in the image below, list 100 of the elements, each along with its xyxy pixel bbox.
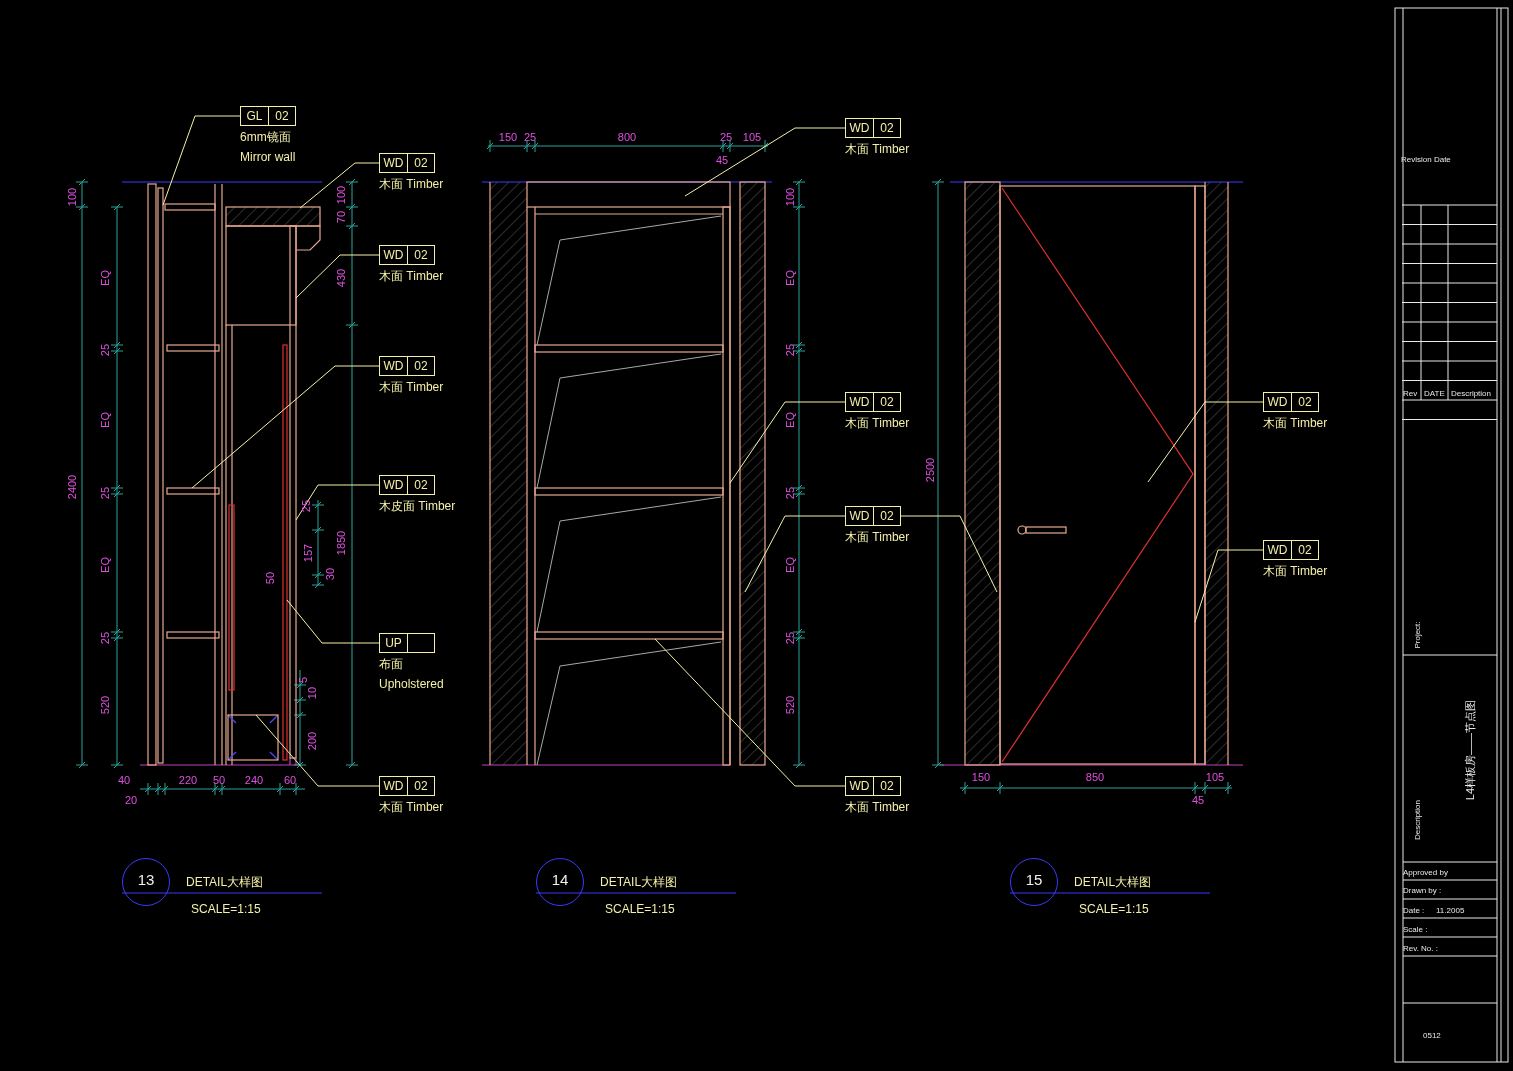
leader-line xyxy=(286,599,380,644)
detail-title: DETAIL大样图 xyxy=(186,875,264,889)
dimension-label: 20 xyxy=(124,794,138,806)
dimension-label: 50 xyxy=(212,774,226,786)
tag-code: WD xyxy=(848,394,871,411)
dimension-label: 100 xyxy=(66,187,78,207)
tag-number: 02 xyxy=(275,109,289,123)
leader-line xyxy=(295,254,380,299)
leader-line xyxy=(162,115,241,206)
material-caption: 木皮面 Timber xyxy=(379,499,456,513)
dimension-label: 100 xyxy=(784,187,796,207)
material-caption: 木面 Timber xyxy=(1263,416,1328,430)
dimension-label: EQ xyxy=(99,557,111,573)
leader-line xyxy=(729,401,846,484)
hatched-wall xyxy=(739,181,766,766)
tag-number: 02 xyxy=(414,779,428,793)
detail-number: 13 xyxy=(137,871,155,889)
dimension-label: 40 xyxy=(117,774,131,786)
dimension-label: 1850 xyxy=(335,530,347,556)
tag-number: 02 xyxy=(880,121,894,135)
dimension-label: 520 xyxy=(99,695,111,715)
material-caption: 木面 Timber xyxy=(845,416,910,430)
tag-code: WD xyxy=(1266,394,1289,411)
material-tag xyxy=(379,475,435,495)
material-tag xyxy=(1263,392,1319,412)
material-caption: 木面 Timber xyxy=(379,380,444,394)
dimension-label: 240 xyxy=(244,774,264,786)
title-block-label: 0512 xyxy=(1423,1030,1441,1042)
cabinet-box xyxy=(225,225,297,326)
material-tag xyxy=(379,245,435,265)
material-tag xyxy=(1263,540,1319,560)
fascia-panel xyxy=(526,181,731,208)
dimension-label: 30 xyxy=(324,567,336,581)
dimension-label: 25 xyxy=(300,499,312,513)
dimension-label: 2400 xyxy=(66,474,78,500)
material-tag xyxy=(379,356,435,376)
dimension-label: 520 xyxy=(784,695,796,715)
tag-code: WD xyxy=(848,778,871,795)
dimension-label: 25 xyxy=(784,486,796,500)
dimension-label: 50 xyxy=(264,571,276,585)
shelf xyxy=(166,487,220,495)
door-post xyxy=(1194,185,1206,765)
tag-code: UP xyxy=(384,635,403,652)
material-caption: 木面 Timber xyxy=(1263,564,1328,578)
material-caption: 6mm镜面 xyxy=(240,130,292,144)
dimension-label: 70 xyxy=(335,210,347,224)
dimension-label: EQ xyxy=(784,412,796,428)
material-tag xyxy=(379,633,435,653)
tag-code: WD xyxy=(1266,542,1289,559)
scale-note: SCALE=1:15 xyxy=(605,902,675,916)
title-block-label: Rev xyxy=(1403,388,1418,400)
hatched-wall xyxy=(964,181,1001,766)
tag-code: WD xyxy=(848,508,871,525)
tag-number: 02 xyxy=(414,248,428,262)
door-panel xyxy=(282,344,288,761)
dimension-label: EQ xyxy=(99,412,111,428)
tag-code: WD xyxy=(382,358,405,375)
tag-number: 02 xyxy=(880,395,894,409)
tag-code: GL xyxy=(245,108,264,125)
title-block-label: Approved by xyxy=(1403,867,1448,879)
dimension-label: 45 xyxy=(1191,794,1205,806)
base-box xyxy=(227,714,279,761)
dimension-label: 150 xyxy=(971,771,991,783)
title-block-label: L4样板房——节点图 xyxy=(1464,699,1476,801)
dimension-label: EQ xyxy=(99,270,111,286)
dimension-label: 220 xyxy=(178,774,198,786)
title-block-label: Project: xyxy=(1412,621,1423,649)
material-tag xyxy=(240,106,296,126)
dimension-label: 200 xyxy=(306,731,318,751)
material-caption: 木面 Timber xyxy=(845,800,910,814)
material-caption: 木面 Timber xyxy=(379,800,444,814)
title-block-label: Description xyxy=(1412,800,1423,840)
dimension-label: 25 xyxy=(719,131,733,143)
leader-line xyxy=(654,638,846,787)
title-block-label: Revision Date xyxy=(1401,154,1451,166)
dimension-label: 105 xyxy=(742,131,762,143)
title-block-label: Description xyxy=(1451,388,1491,400)
detail-title: DETAIL大样图 xyxy=(1074,875,1152,889)
material-tag xyxy=(845,506,901,526)
title-block-label: Drawn by : xyxy=(1403,885,1442,897)
tag-code: WD xyxy=(848,120,871,137)
leader-line xyxy=(1147,401,1264,483)
title-block-label: Date : xyxy=(1403,905,1425,917)
shelf xyxy=(534,631,724,640)
dimension-label: 430 xyxy=(335,268,347,288)
title-block-label: 11.2005 xyxy=(1436,905,1465,917)
dimension-label: 105 xyxy=(1205,771,1225,783)
dimension-label: 25 xyxy=(784,343,796,357)
frame-post xyxy=(722,206,731,766)
door-panel xyxy=(999,185,1196,765)
dimension-label: 800 xyxy=(617,131,637,143)
title-block-label: Rev. No. : xyxy=(1403,943,1438,955)
dimension-label: 45 xyxy=(715,154,729,166)
tag-number: 02 xyxy=(414,156,428,170)
side-panel xyxy=(289,225,297,759)
scale-note: SCALE=1:15 xyxy=(1079,902,1149,916)
material-caption: 木面 Timber xyxy=(845,530,910,544)
dimension-label: 2500 xyxy=(924,457,936,483)
leader-line xyxy=(1194,549,1264,623)
dimension-label: 60 xyxy=(283,774,297,786)
